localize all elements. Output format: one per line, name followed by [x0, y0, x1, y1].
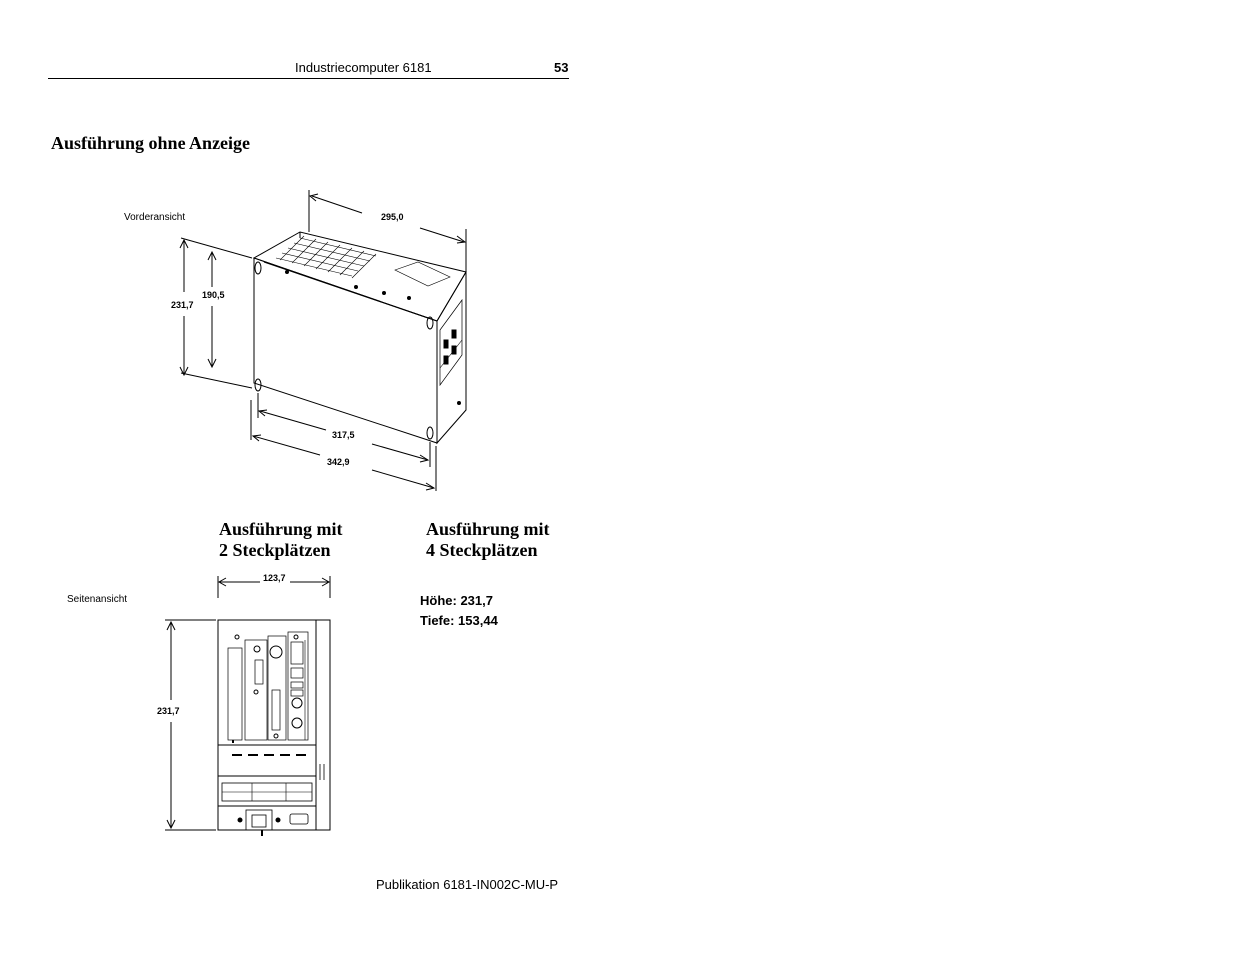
running-header-title: Industriecomputer 6181 — [295, 60, 432, 75]
variant-2-slot-line2: 2 Steckplätzen — [219, 540, 331, 560]
variant-2-slot-heading: Ausführung mit 2 Steckplätzen — [219, 519, 343, 561]
side-view-label: Seitenansicht — [67, 594, 128, 605]
page-number: 53 — [554, 60, 569, 75]
dim-width-inner: 317,5 — [332, 430, 355, 440]
front-view-label: Vorderansicht — [124, 212, 186, 223]
variant-4-slot-line2: 4 Steckplätzen — [426, 540, 538, 560]
dim-height-inner: 190,5 — [202, 290, 225, 300]
dim-width-outer: 342,9 — [327, 457, 350, 467]
side-view-drawing — [165, 576, 331, 836]
variant-4-slot-line1: Ausführung mit — [426, 519, 550, 539]
section-title: Ausführung ohne Anzeige — [51, 133, 251, 153]
spec-height: Höhe: 231,7 — [420, 593, 493, 608]
publication-footer: Publikation 6181-IN002C-MU-P — [376, 877, 559, 892]
dim-height-outer: 231,7 — [171, 300, 194, 310]
dim-side-height: 231,7 — [157, 706, 180, 716]
spec-depth: Tiefe: 153,44 — [420, 613, 498, 628]
header-rule — [48, 78, 569, 79]
variant-4-slot-heading: Ausführung mit 4 Steckplätzen — [426, 519, 550, 561]
dim-side-width: 123,7 — [263, 573, 286, 583]
dim-depth: 295,0 — [381, 212, 404, 222]
variant-2-slot-line1: Ausführung mit — [219, 519, 343, 539]
front-view-drawing — [179, 190, 467, 491]
